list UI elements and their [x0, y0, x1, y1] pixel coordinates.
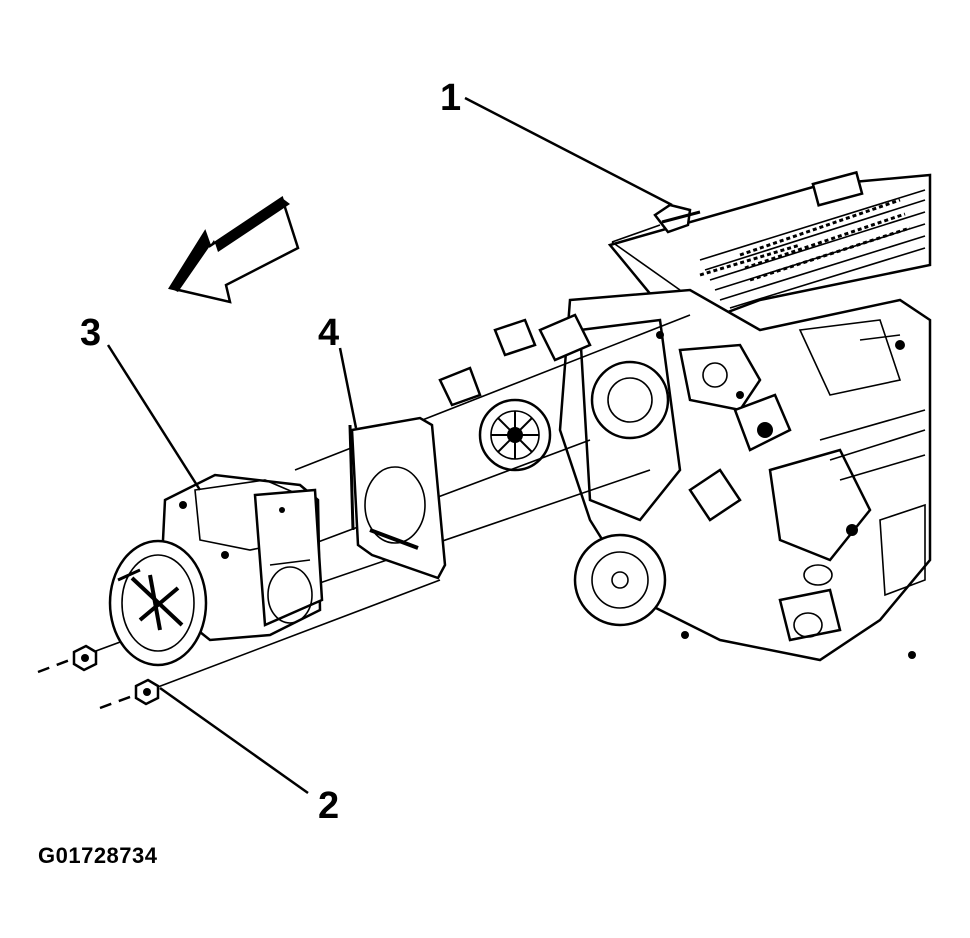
callout-2: 2	[318, 785, 339, 827]
leader-lines	[106, 96, 673, 795]
callout-1: 1	[440, 77, 461, 119]
throttle-body-nut-lower	[134, 678, 160, 706]
engine-assembly	[438, 170, 932, 662]
throttle-body-nut-upper	[72, 644, 98, 672]
callout-3: 3	[80, 312, 101, 354]
callout-4: 4	[318, 312, 339, 354]
throttle-body	[108, 473, 324, 667]
figure-id: G01728734	[38, 843, 158, 868]
front-direction-arrow-icon	[168, 196, 300, 304]
throttle-body-bolt	[611, 203, 701, 291]
throttle-body-gasket	[348, 416, 447, 580]
